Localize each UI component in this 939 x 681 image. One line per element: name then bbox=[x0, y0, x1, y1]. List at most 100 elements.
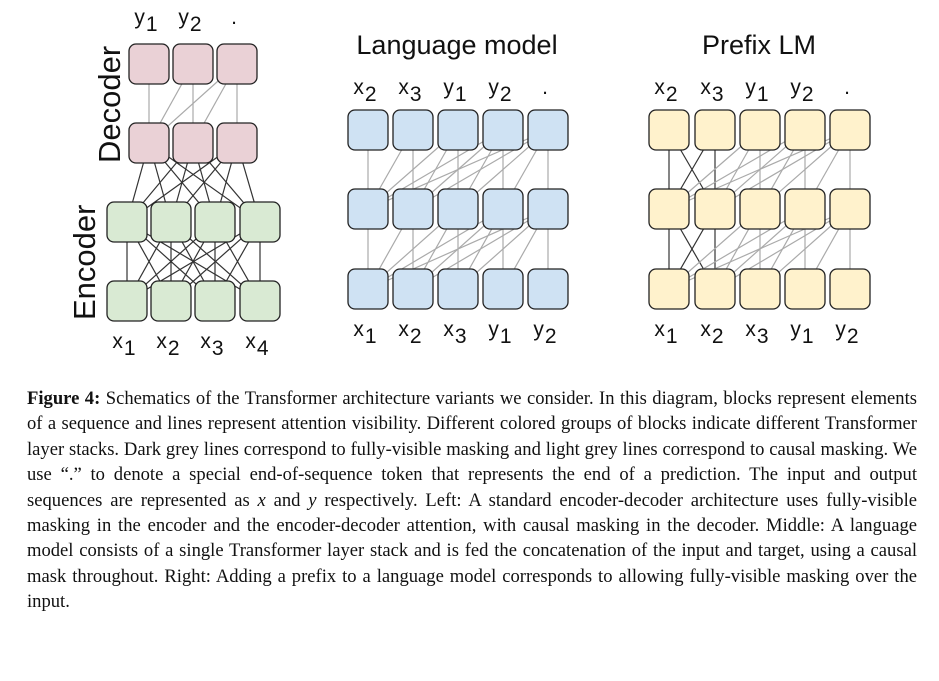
prefix_lm-output-token-subscript: 2 bbox=[802, 83, 814, 106]
prefix_lm-output-token-subscript: 3 bbox=[712, 83, 724, 106]
language_model-input-token: x2 bbox=[398, 318, 421, 348]
language_model-output-token-subscript: 1 bbox=[455, 83, 467, 106]
decoder-label: Decoder bbox=[92, 46, 127, 163]
language_model-input-token: x3 bbox=[443, 318, 466, 348]
causal-attention-line bbox=[668, 208, 806, 290]
language_model-block bbox=[392, 188, 434, 230]
prefix-lm-title: Prefix LM bbox=[702, 30, 816, 60]
lm-title: Language model bbox=[356, 30, 557, 60]
prefix_lm-input-token-base: x bbox=[700, 318, 711, 341]
decoder-block bbox=[216, 43, 258, 85]
language_model-output-token-base: y bbox=[443, 76, 454, 99]
prefix_lm-block bbox=[694, 109, 736, 151]
encoder-input-token: x2 bbox=[156, 330, 179, 360]
encoder-attention-line bbox=[126, 221, 261, 302]
caption-label: Figure 4: bbox=[27, 388, 101, 409]
caption-segment: x bbox=[257, 489, 266, 511]
figure-4-diagram: Language model Prefix LM Decoder Encoder… bbox=[67, 6, 871, 360]
language_model-block bbox=[392, 109, 434, 151]
prefix_lm-input-token-base: x bbox=[745, 318, 756, 341]
causal-attention-line bbox=[714, 208, 851, 290]
prefix_lm-input-token: y1 bbox=[790, 318, 813, 348]
prefix_lm-output-token-subscript: 2 bbox=[666, 83, 678, 106]
encoder-block bbox=[106, 280, 148, 322]
language_model-block bbox=[527, 188, 569, 230]
language_model-output-token: y1 bbox=[443, 76, 466, 106]
language_model-output-token-base: x bbox=[353, 76, 364, 99]
language_model-input-token-subscript: 1 bbox=[500, 325, 512, 348]
language_model-block bbox=[437, 188, 479, 230]
caption-segment: respectively. Left: A standard encoder-d… bbox=[27, 489, 917, 613]
decoder-output-token-subscript: 2 bbox=[190, 13, 202, 36]
prefix_lm-block bbox=[829, 109, 871, 151]
causal-attention-line bbox=[412, 208, 549, 290]
causal-attention-line bbox=[714, 129, 851, 210]
prefix_lm-input-token-subscript: 3 bbox=[757, 325, 769, 348]
encoder-input-token: x3 bbox=[200, 330, 223, 360]
language_model-output-token-subscript: 2 bbox=[500, 83, 512, 106]
diagram-labels: Language model Prefix LM Decoder Encoder… bbox=[67, 6, 859, 360]
encoder-input-token: x1 bbox=[112, 330, 135, 360]
language_model-output-token-base: . bbox=[542, 76, 548, 99]
prefix_lm-output-token: x3 bbox=[700, 76, 723, 106]
causal-attention-line bbox=[412, 129, 549, 210]
encoder-input-token: x4 bbox=[245, 330, 269, 360]
encoder-block bbox=[150, 280, 192, 322]
language_model-input-token-subscript: 1 bbox=[365, 325, 377, 348]
language_model-block bbox=[482, 268, 524, 310]
prefix_lm-output-token-base: y bbox=[790, 76, 801, 99]
prefix_lm-block bbox=[739, 109, 781, 151]
sequence-blocks bbox=[106, 43, 871, 322]
language_model-block bbox=[437, 268, 479, 310]
decoder-block bbox=[128, 43, 170, 85]
prefix_lm-output-token-base: x bbox=[654, 76, 665, 99]
encoder-input-token-subscript: 4 bbox=[257, 337, 269, 360]
prefix_lm-input-token-subscript: 2 bbox=[712, 325, 724, 348]
language_model-block bbox=[347, 109, 389, 151]
language_model-input-token-base: y bbox=[533, 318, 544, 341]
language_model-input-token-subscript: 2 bbox=[545, 325, 557, 348]
encoder-input-token-subscript: 2 bbox=[168, 337, 180, 360]
language_model-output-token: . bbox=[542, 76, 548, 99]
encoder-input-token-subscript: 1 bbox=[124, 337, 136, 360]
architecture-schematic: Language model Prefix LM Decoder Encoder… bbox=[67, 6, 871, 360]
prefix_lm-input-token-subscript: 1 bbox=[802, 325, 814, 348]
prefix_lm-output-token-base: x bbox=[700, 76, 711, 99]
prefix_lm-input-token-base: x bbox=[654, 318, 665, 341]
prefix_lm-output-token-base: y bbox=[745, 76, 756, 99]
language_model-output-token: x2 bbox=[353, 76, 376, 106]
encoder-input-token-base: x bbox=[245, 330, 256, 353]
language_model-block bbox=[347, 268, 389, 310]
decoder-block bbox=[172, 122, 214, 164]
prefix_lm-block bbox=[694, 268, 736, 310]
prefix_lm-input-token: y2 bbox=[835, 318, 858, 348]
encoder-block bbox=[106, 201, 148, 243]
decoder-output-token: . bbox=[231, 6, 237, 29]
prefix_lm-output-token: y2 bbox=[790, 76, 813, 106]
encoder-block bbox=[239, 201, 281, 243]
encoder-block bbox=[239, 280, 281, 322]
attention-lines bbox=[126, 63, 851, 302]
causal-attention-line bbox=[367, 208, 504, 290]
language_model-block bbox=[392, 268, 434, 310]
language_model-output-token-base: x bbox=[398, 76, 409, 99]
prefix_lm-output-token: x2 bbox=[654, 76, 677, 106]
decoder-output-token: y1 bbox=[134, 6, 157, 36]
language_model-input-token-base: x bbox=[353, 318, 364, 341]
decoder-output-token-base: y bbox=[134, 6, 145, 29]
encoder-block bbox=[194, 280, 236, 322]
language_model-input-token-subscript: 3 bbox=[455, 325, 467, 348]
language_model-output-token: y2 bbox=[488, 76, 511, 106]
encoder-label: Encoder bbox=[67, 205, 102, 320]
language_model-block bbox=[527, 109, 569, 151]
prefix_lm-output-token-subscript: 1 bbox=[757, 83, 769, 106]
language_model-block bbox=[482, 109, 524, 151]
language_model-block bbox=[347, 188, 389, 230]
language_model-input-token: y2 bbox=[533, 318, 556, 348]
prefix_lm-input-token-subscript: 1 bbox=[666, 325, 678, 348]
caption-body: Schematics of the Transformer architectu… bbox=[27, 388, 917, 612]
encoder-block bbox=[194, 201, 236, 243]
encoder-block bbox=[150, 201, 192, 243]
caption-segment: y bbox=[308, 489, 317, 511]
caption-segment: and bbox=[265, 489, 309, 511]
